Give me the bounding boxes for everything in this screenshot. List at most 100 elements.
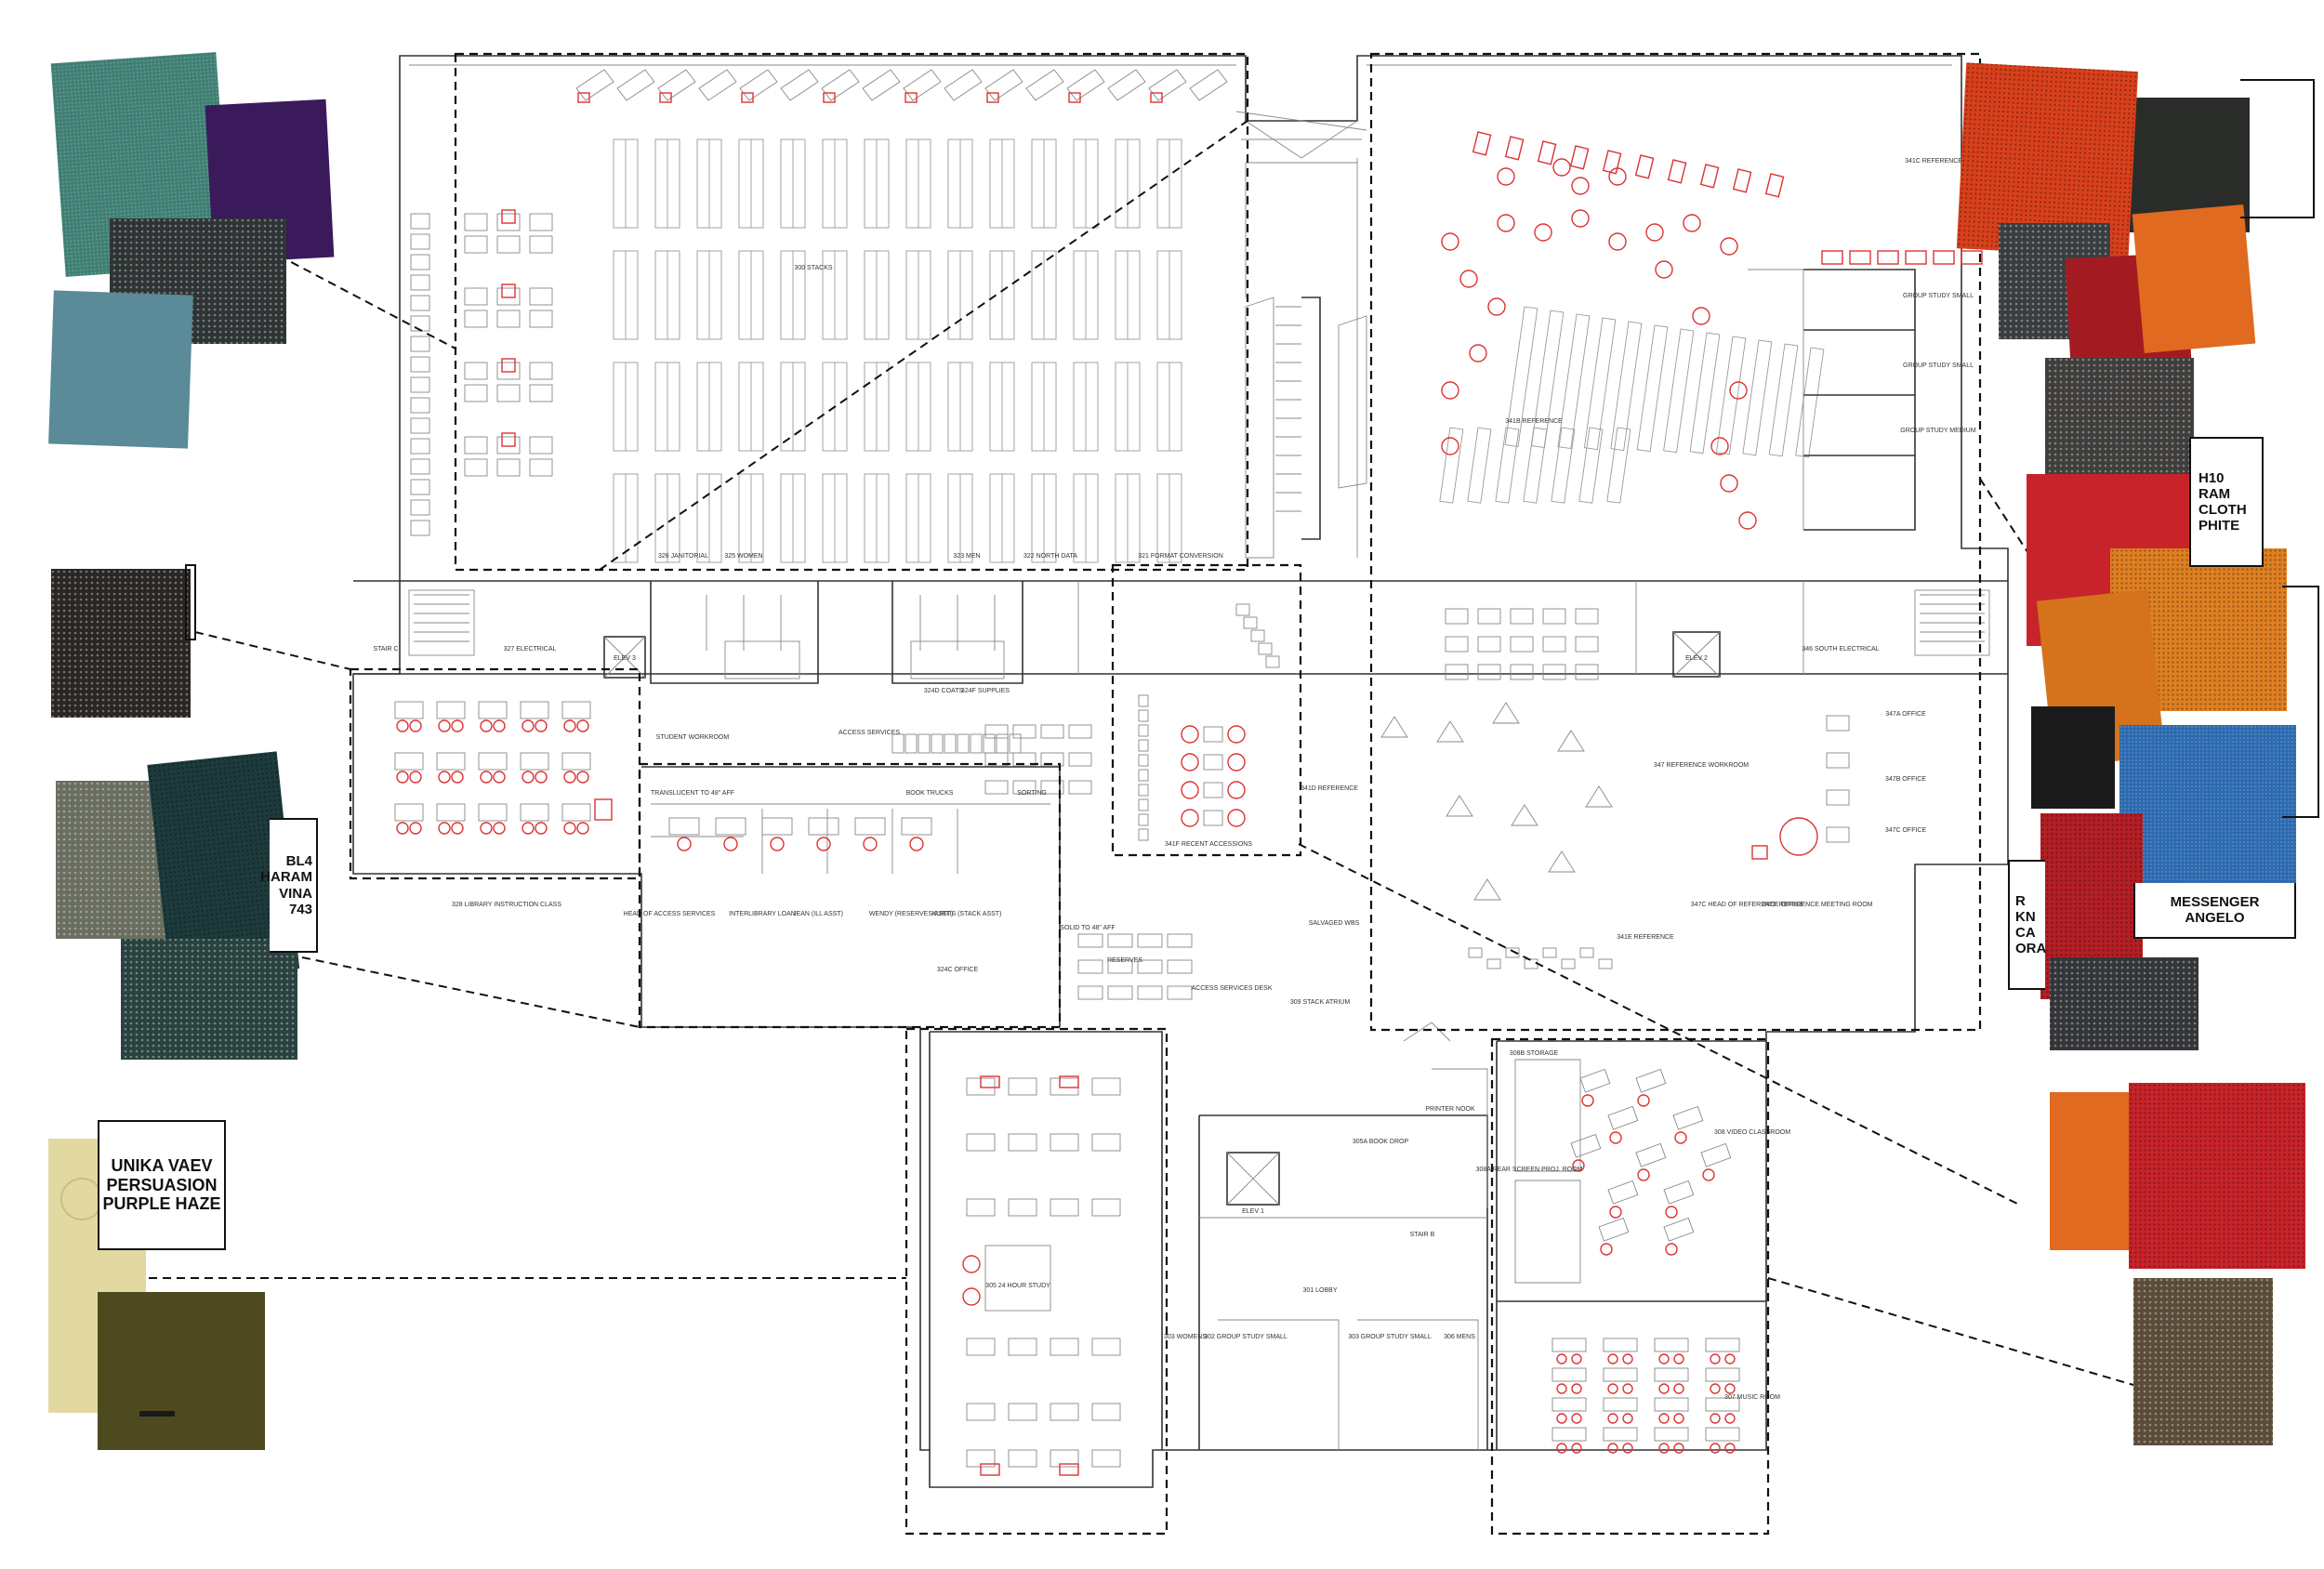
- wall-carrel: [410, 315, 430, 332]
- reserve-shelf: [1107, 933, 1133, 948]
- office-desk: [1826, 789, 1850, 806]
- study-table: [464, 436, 488, 455]
- label-south-electrical: 346 SOUTH ELECTRICAL: [1802, 646, 1879, 653]
- tri-table: [1492, 702, 1520, 724]
- reading-chair: [1227, 753, 1246, 771]
- class-table: [394, 803, 424, 822]
- class-table: [520, 701, 549, 719]
- office-desk: [715, 817, 746, 836]
- stacks-carrels: [575, 69, 1228, 103]
- class-table: [561, 701, 591, 719]
- wall-carrel: [410, 274, 430, 291]
- class-chair: [409, 719, 422, 732]
- lectern: [594, 798, 613, 821]
- study-table: [1050, 1077, 1079, 1096]
- video-classroom-furniture: [1570, 1068, 1732, 1256]
- label-library-instruction: 328 LIBRARY INSTRUCTION CLASS: [452, 902, 561, 908]
- wall-carrel: [410, 438, 430, 455]
- swatch-label-unika-line2: PERSUASION: [106, 1175, 218, 1194]
- music-chair: [1658, 1413, 1670, 1424]
- meeting-table: [1779, 817, 1818, 856]
- classroom-table: [1607, 1105, 1639, 1130]
- study-table: [1050, 1198, 1079, 1217]
- reference-shelf: [1578, 427, 1604, 504]
- carrel-chair: [741, 92, 754, 103]
- architectural-floor-plan: 300 STACKS 341B REFERENCE 341C REFERENCE…: [352, 55, 2009, 1488]
- class-table: [520, 803, 549, 822]
- study-table: [529, 213, 553, 231]
- study-table: [496, 436, 521, 455]
- swatch-label-right-top-line3: CLOTH: [2199, 502, 2247, 518]
- classroom-chair: [1600, 1243, 1613, 1256]
- class-table: [520, 752, 549, 771]
- study-table: [1008, 1077, 1037, 1096]
- study-table: [496, 384, 521, 402]
- class-chair: [396, 822, 409, 835]
- label-reference-341d: 341D REFERENCE: [1301, 785, 1358, 792]
- wall-carrel: [410, 213, 430, 230]
- carrel: [780, 69, 819, 101]
- reference-shelving: [1439, 306, 1825, 504]
- music-room-furniture: [1552, 1338, 1740, 1454]
- music-table: [1603, 1367, 1638, 1382]
- swatch-label-right-mid2-line1: MESSENGER: [2170, 893, 2260, 910]
- label-office-347c: 347C OFFICE: [1885, 827, 1927, 834]
- classroom-table: [1663, 1217, 1695, 1242]
- new-book-display: [1243, 616, 1258, 629]
- lounge-chair: [1552, 158, 1571, 177]
- label-translucent: TRANSLUCENT TO 48" AFF: [651, 790, 734, 797]
- label-women: 325 WOMEN: [724, 553, 762, 560]
- counter-seat: [1961, 250, 1983, 265]
- reference-lower-furniture: [1380, 608, 1850, 969]
- label-kurtis: KURTIS (STACK ASST): [932, 911, 1002, 917]
- class-table: [394, 701, 424, 719]
- carrel: [821, 69, 860, 101]
- swatch-label-bl4-line1: BL4: [285, 853, 312, 869]
- workstation: [1040, 724, 1064, 739]
- music-table: [1705, 1367, 1740, 1382]
- carrel-chair: [659, 92, 672, 103]
- tri-table: [1585, 785, 1613, 808]
- workstation: [1068, 780, 1092, 795]
- study-table: [1008, 1198, 1037, 1217]
- study-table: [1091, 1077, 1121, 1096]
- reference-shelf: [1531, 310, 1565, 449]
- lounge-chair: [1720, 474, 1738, 493]
- counter-seat: [1821, 250, 1843, 265]
- workstation: [1012, 724, 1037, 739]
- study-table: [1091, 1338, 1121, 1356]
- study-table: [496, 458, 521, 477]
- book-truck: [996, 733, 1009, 754]
- label-office-324c: 324C OFFICE: [937, 967, 979, 973]
- class-chair: [480, 771, 493, 784]
- new-book-display: [1235, 603, 1250, 616]
- study-table: [1091, 1449, 1121, 1468]
- lounge-chair: [1692, 307, 1710, 325]
- book-truck: [905, 733, 918, 754]
- study-table: [529, 458, 553, 477]
- label-sorting: SORTING: [1017, 790, 1047, 797]
- office-chair: [816, 837, 831, 851]
- reading-chair: [1227, 781, 1246, 799]
- class-chair: [535, 822, 548, 835]
- label-office-347a: 347A OFFICE: [1885, 711, 1926, 718]
- reserve-shelf: [1167, 933, 1193, 948]
- reference-shelf: [1439, 427, 1464, 504]
- carrel: [616, 69, 655, 101]
- label-storage: 308B STORAGE: [1510, 1050, 1559, 1057]
- carrel: [575, 69, 614, 101]
- study-table: [966, 1403, 996, 1421]
- carrel: [1189, 69, 1228, 101]
- reserve-shelf: [1137, 959, 1163, 974]
- leader-lines: [149, 120, 2134, 1386]
- elevator-1: [1226, 1152, 1280, 1206]
- music-table: [1552, 1367, 1587, 1382]
- label-office-347b: 347B OFFICE: [1885, 776, 1926, 783]
- label-womens: 303 WOMENS: [1164, 1334, 1207, 1340]
- study-table: [529, 436, 553, 455]
- wall-carrel: [410, 376, 430, 393]
- reserve-shelf: [1137, 933, 1163, 948]
- swatch-label-unika-line1: UNIKA VAEV: [111, 1155, 213, 1175]
- study-table: [1008, 1338, 1037, 1356]
